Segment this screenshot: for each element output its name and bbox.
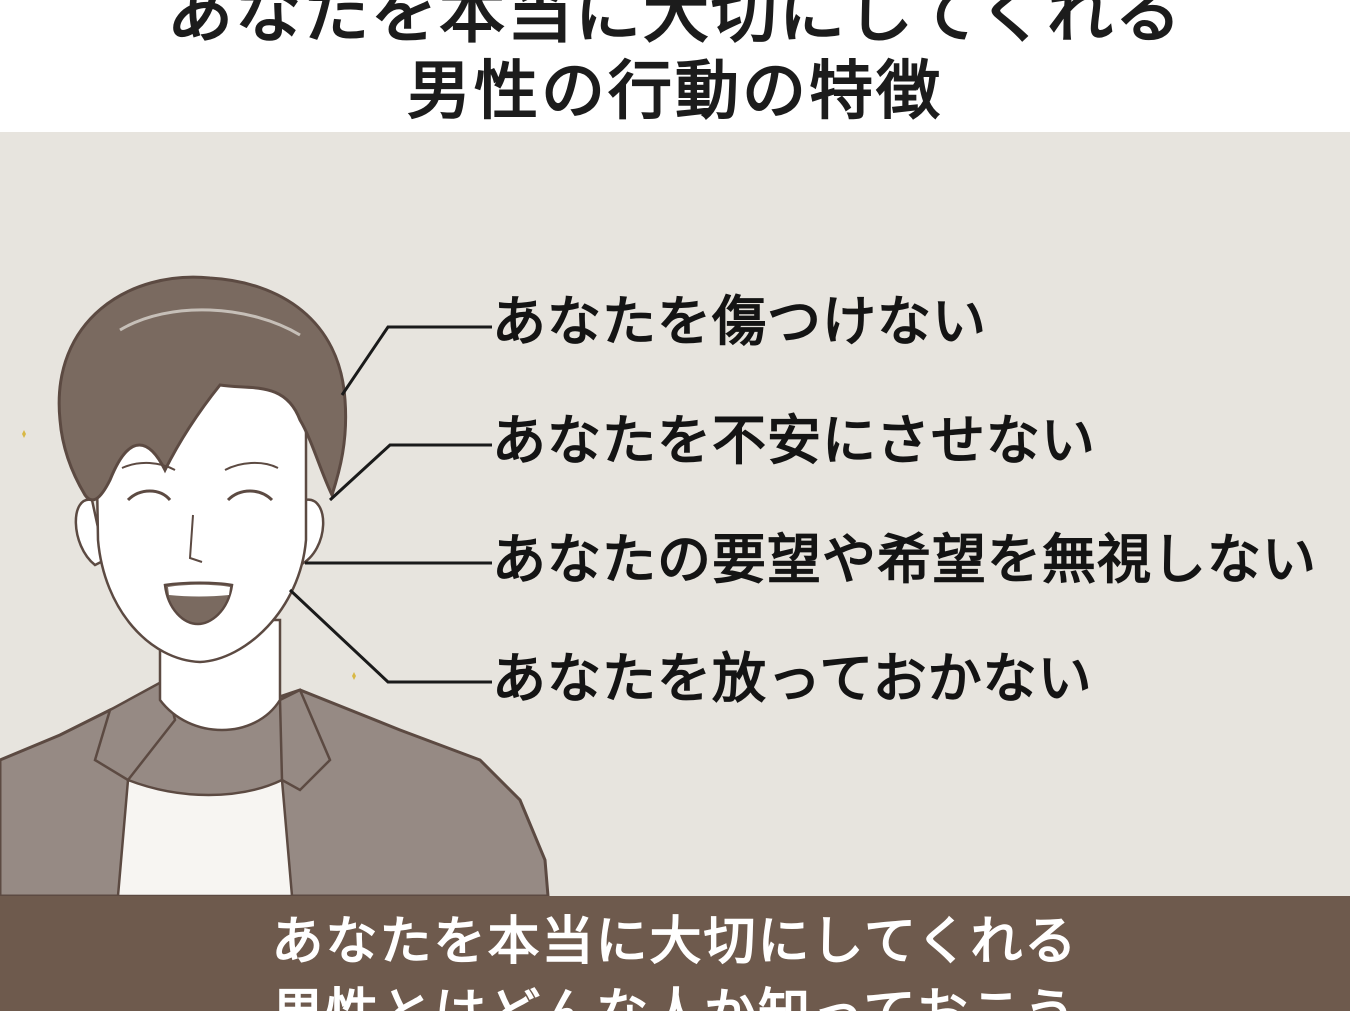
callout-4: あなたを放っておかない [492, 647, 1093, 710]
illustration-panel: あなたを傷つけない あなたを不安にさせない あなたの要望や希望を無視しない あな… [0, 132, 1350, 896]
hair [57, 275, 348, 502]
t-shirt [116, 778, 294, 896]
leader-line-2 [328, 443, 492, 502]
smiling-man-illustration [0, 275, 550, 896]
hair-highlight [119, 308, 301, 337]
header: あなたを本当に大切にしてくれる 男性の行動の特徴 [0, 0, 1350, 132]
collar-left [93, 678, 177, 782]
title-line-2: 男性の行動の特徴 [407, 54, 943, 129]
callout-3: あなたの要望や希望を無視しない [492, 528, 1317, 591]
footer-line-1: あなたを本当に大切にしてくれる [271, 912, 1079, 972]
footer-line-2: 男性とはどんな人か知っておこう [0, 988, 1350, 1011]
brow-left [121, 462, 176, 471]
collar-right [278, 688, 332, 792]
teeth [168, 584, 230, 597]
brow-right [224, 462, 279, 471]
eye-right [226, 489, 274, 502]
footer-banner: あなたを本当に大切にしてくれる 男性とはどんな人か知っておこう [0, 896, 1350, 1011]
callout-2: あなたを不安にさせない [492, 409, 1096, 472]
sparkle-right [352, 672, 356, 680]
nose [188, 514, 203, 563]
callout-1: あなたを傷つけない [492, 290, 987, 353]
leader-line-4 [288, 588, 492, 684]
leader-line-1 [340, 325, 492, 396]
sparkle-left [22, 430, 26, 438]
title-line-1: あなたを本当に大切にしてくれる [166, 0, 1184, 52]
eye-left [126, 489, 172, 502]
